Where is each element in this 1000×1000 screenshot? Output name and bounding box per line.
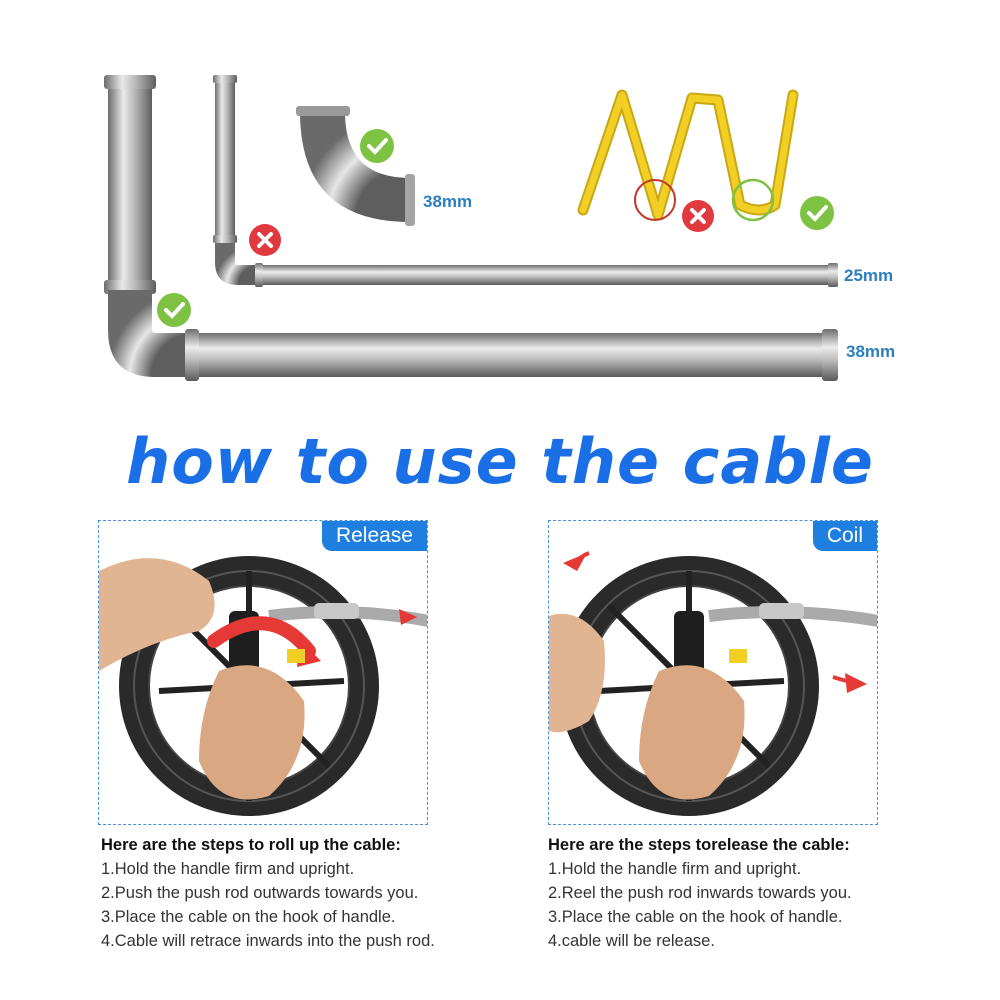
elbow-fitting xyxy=(296,106,415,226)
release-tag: Release xyxy=(321,521,427,551)
release-panel: Release xyxy=(98,520,428,825)
step-3: 3.Place the cable on the hook of handle. xyxy=(548,908,843,926)
elbow-diameter-label: 38mm xyxy=(423,192,473,211)
instructions-heading: Here are the steps to roll up the cable: xyxy=(101,836,401,854)
coil-tag: Coil xyxy=(812,521,877,551)
step-2: 2.Push the push rod outwards towards you… xyxy=(101,884,419,902)
instructions-heading: Here are the steps torelease the cable: xyxy=(548,836,850,854)
step-3: 3.Place the cable on the hook of handle. xyxy=(101,908,396,926)
step-4: 4.Cable will retrace inwards into the pu… xyxy=(101,932,435,950)
coil-panel: Coil xyxy=(548,520,878,825)
cable-wave xyxy=(577,89,799,222)
step-4: 4.cable will be release. xyxy=(548,932,715,950)
cable-reel-illustration xyxy=(549,551,877,816)
step-1: 1.Hold the handle firm and upright. xyxy=(548,860,802,878)
headline: how to use the cable xyxy=(126,425,874,498)
check-icon xyxy=(157,293,191,327)
release-instructions: Here are the steps torelease the cable: … xyxy=(548,836,968,955)
step-2: 2.Reel the push rod inwards towards you. xyxy=(548,884,852,902)
cable-reel-illustration xyxy=(99,556,427,816)
large-pipe xyxy=(104,75,838,381)
small-pipe-diameter-label: 25mm xyxy=(844,266,894,285)
cross-icon xyxy=(682,200,714,232)
roll-up-instructions: Here are the steps to roll up the cable:… xyxy=(101,836,521,955)
pipe-diagram xyxy=(104,75,838,381)
cross-icon xyxy=(249,224,281,256)
large-pipe-diameter-label: 38mm xyxy=(846,342,896,361)
check-icon xyxy=(360,129,394,163)
small-pipe xyxy=(213,75,838,287)
check-icon xyxy=(800,196,834,230)
step-1: 1.Hold the handle firm and upright. xyxy=(101,860,355,878)
